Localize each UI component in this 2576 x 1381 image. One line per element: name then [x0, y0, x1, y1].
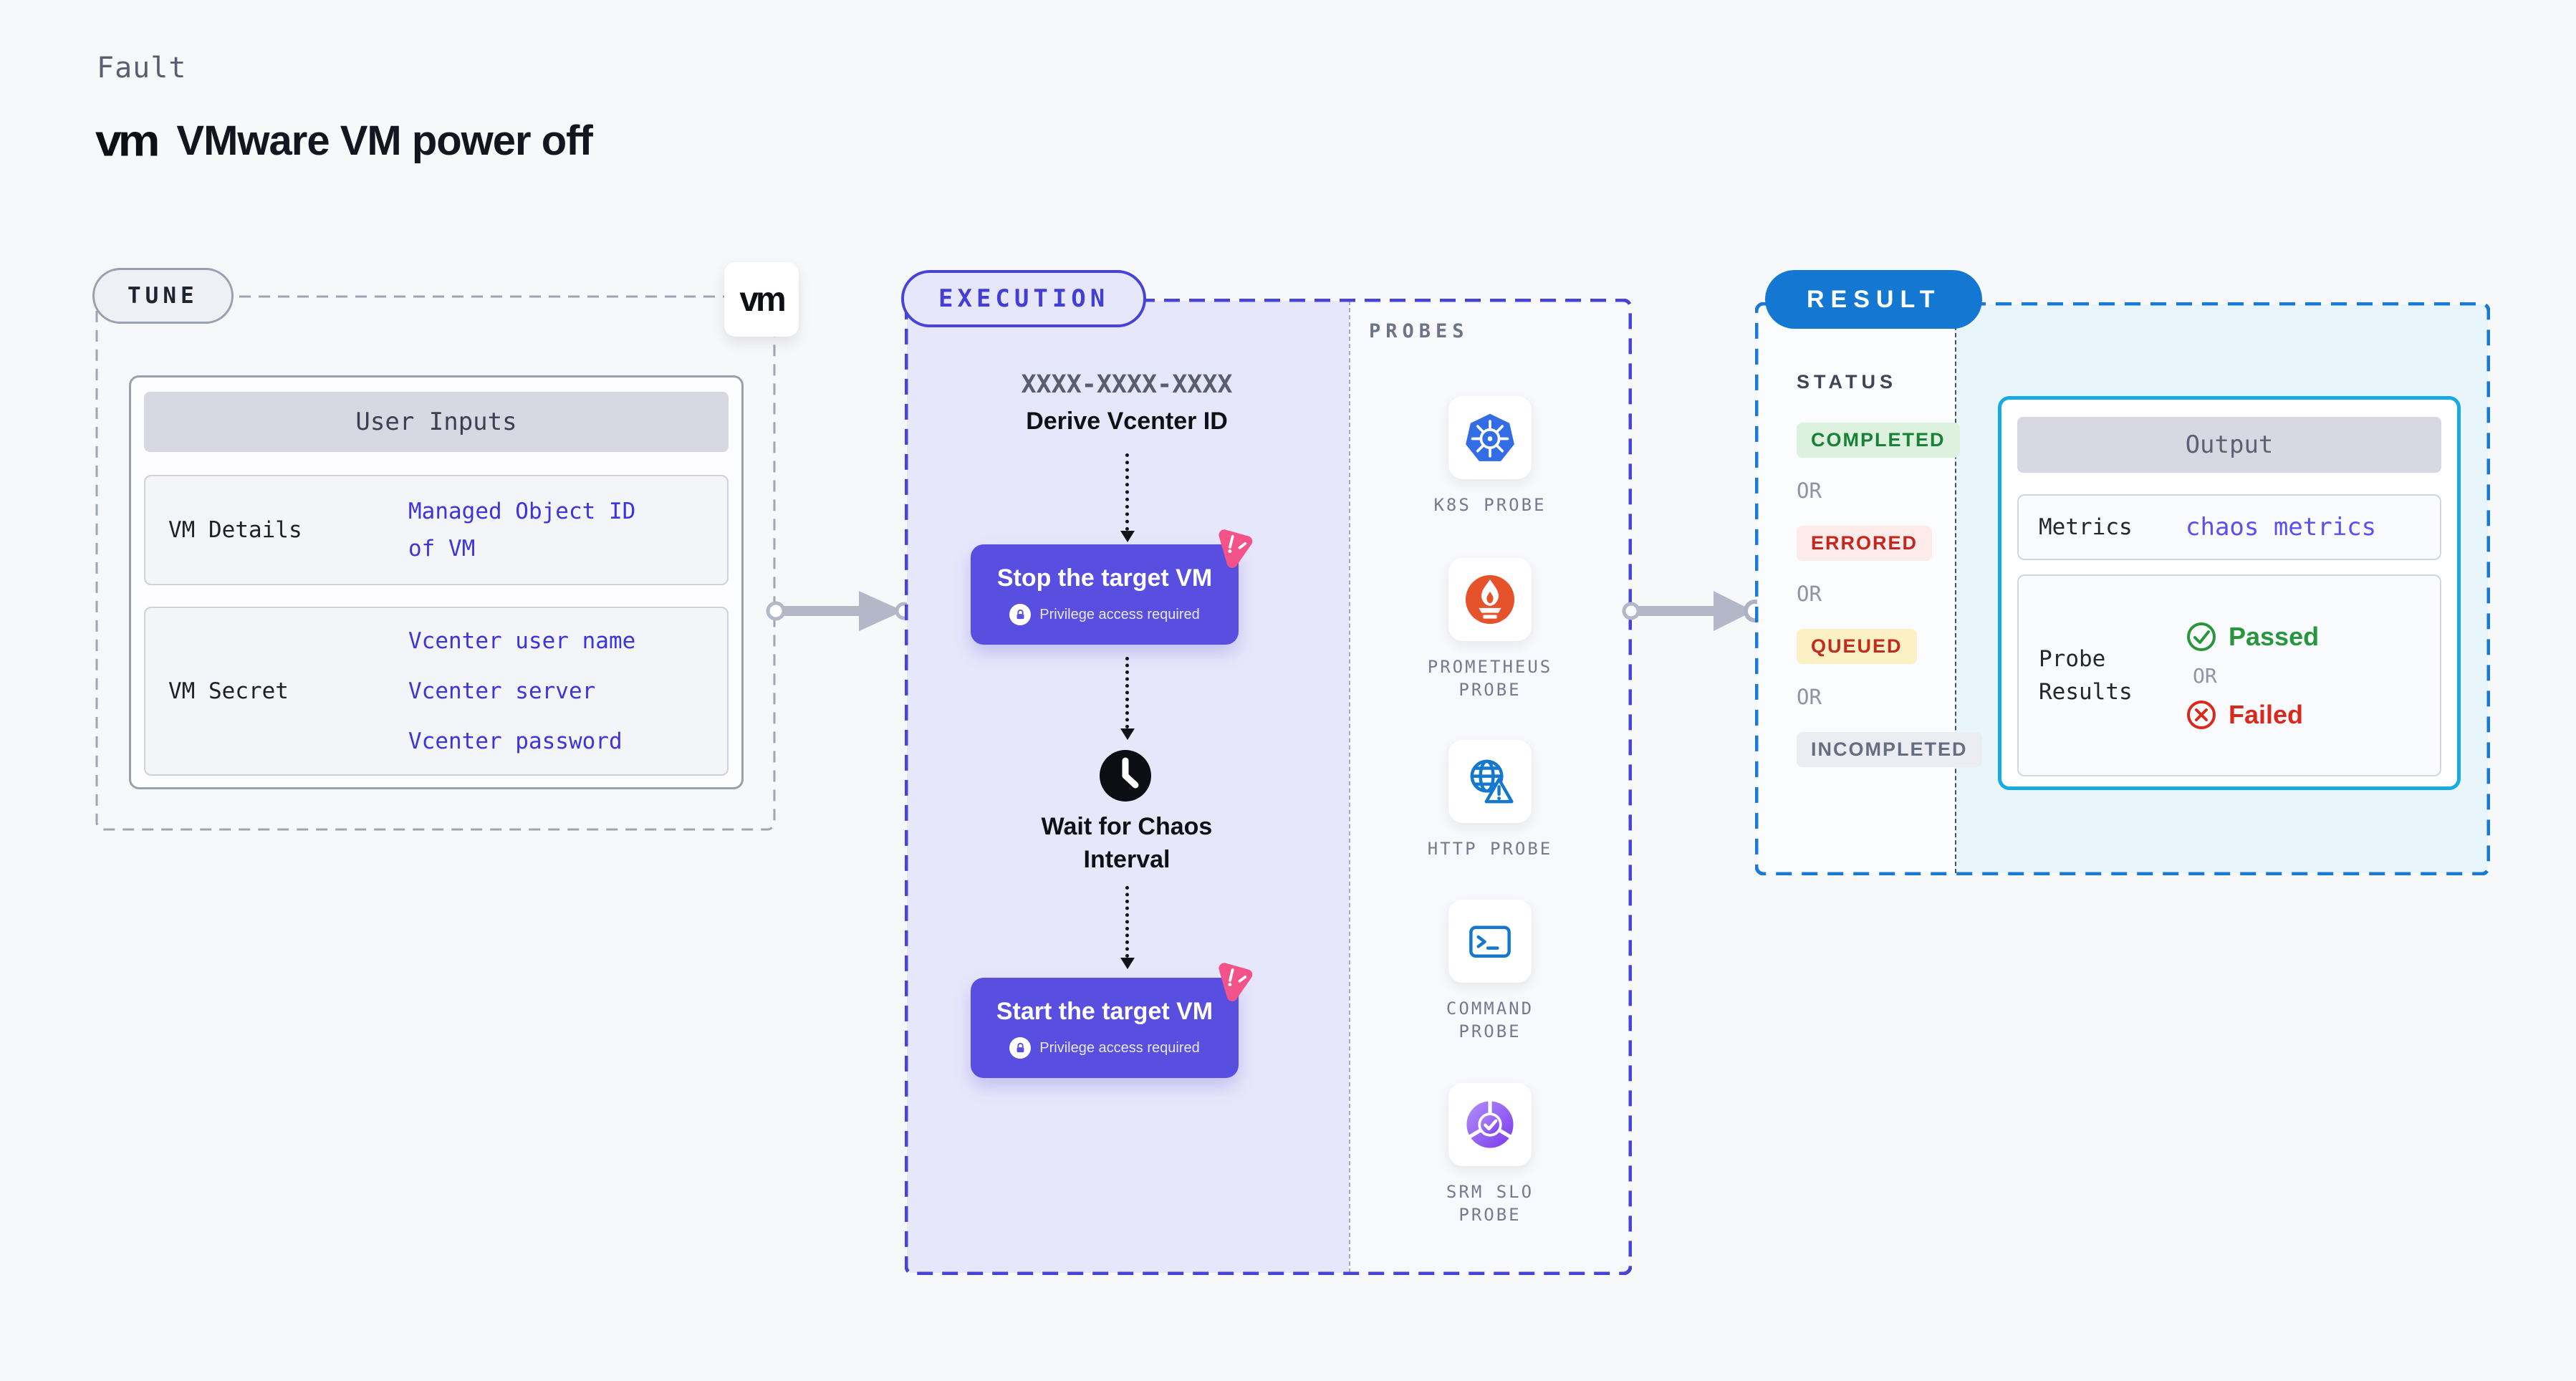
vm-secret-values: Vcenter user name Vcenter server Vcenter…: [408, 628, 727, 754]
execution-to-result-arrow: [1622, 591, 1767, 631]
probe-item-http: HTTP PROBE: [1407, 740, 1573, 860]
failed-label: Failed: [2229, 699, 2304, 729]
status-badge-errored: ERRORED: [1797, 526, 1933, 561]
vmware-logo: vm: [95, 115, 160, 165]
status-badge-incompleted: INCOMPLETED: [1797, 732, 1982, 767]
start-target-vm-button[interactable]: Start the target VM Privilege access req…: [971, 963, 1253, 1078]
probe-results-label: Probe Results: [2019, 643, 2186, 708]
litmus-chaos-icon: [1219, 963, 1253, 1001]
kubernetes-icon: [1448, 396, 1532, 479]
vm-details-value-line: of VM: [408, 536, 476, 562]
status-output-divider: [1955, 304, 1956, 873]
or-separator: OR: [1797, 478, 1822, 503]
execution-section: EXECUTION XXXX-XXXX-XXXX Derive Vcenter …: [901, 270, 1632, 1275]
probe-label-line: HTTP PROBE: [1427, 839, 1553, 859]
vm-details-label: VM Details: [168, 517, 302, 543]
probe-item-k8s: K8S PROBE: [1407, 396, 1573, 516]
probe-label: HTTP PROBE: [1407, 837, 1573, 860]
flow-connector-arrow: [1120, 657, 1135, 740]
wait-line-2: Interval: [1083, 846, 1171, 873]
vm-details-value-line: Managed Object ID: [408, 499, 636, 524]
probe-item-prometheus: PROMETHEUS PROBE: [1407, 558, 1573, 701]
probe-label-line: K8S PROBE: [1433, 495, 1547, 515]
prometheus-icon: [1448, 558, 1532, 641]
status-badge-completed: COMPLETED: [1797, 423, 1960, 458]
probe-label-line: PROBE: [1458, 1205, 1522, 1225]
page-title: VMware VM power off: [176, 117, 592, 164]
result-section: RESULT STATUS COMPLETED OR ERRORED OR QU…: [1755, 270, 2490, 875]
metrics-value: chaos metrics: [2186, 513, 2377, 542]
vm-secret-value-line: Vcenter user name: [408, 628, 636, 654]
srm-slo-icon: [1448, 1083, 1532, 1166]
http-globe-icon: [1448, 740, 1532, 823]
execution-probes-divider: [1349, 301, 1350, 1273]
user-inputs-title: User Inputs: [144, 392, 729, 452]
tune-to-execution-arrow: [766, 591, 912, 631]
probe-label: SRM SLO PROBE: [1407, 1180, 1573, 1226]
user-inputs-panel: User Inputs VM Details Managed Object ID…: [129, 375, 744, 789]
output-panel: Output Metrics chaos metrics Probe Resul…: [1998, 396, 2461, 790]
tune-pill-label: TUNE: [92, 268, 234, 324]
derive-vcenter-label: Derive Vcenter ID: [1026, 408, 1228, 435]
execution-flow: XXXX-XXXX-XXXX Derive Vcenter ID Stop th…: [905, 299, 1349, 1275]
terminal-icon: [1448, 900, 1532, 983]
tune-section: TUNE vm User Inputs VM Details Managed O…: [92, 262, 799, 831]
wait-for-chaos-label: Wait for Chaos Interval: [905, 810, 1349, 876]
clock-icon: [1100, 750, 1151, 802]
probe-label: PROMETHEUS PROBE: [1407, 655, 1573, 701]
metrics-row: Metrics chaos metrics: [2017, 494, 2441, 560]
wait-line-1: Wait for Chaos: [1041, 813, 1213, 840]
privilege-badge: Privilege access required: [971, 1037, 1239, 1059]
privilege-badge: Privilege access required: [971, 604, 1239, 625]
probe-item-srm-slo: SRM SLO PROBE: [1407, 1083, 1573, 1226]
status-badge-queued: QUEUED: [1797, 629, 1917, 664]
vm-secret-value-line: Vcenter server: [408, 678, 596, 704]
stop-target-vm-button[interactable]: Stop the target VM Privilege access requ…: [971, 529, 1253, 645]
start-target-vm-label: Start the target VM: [996, 998, 1213, 1025]
probe-label-line: PROBE: [1458, 1021, 1522, 1041]
probe-results-label-line: Results: [2039, 679, 2133, 705]
probe-label: K8S PROBE: [1407, 494, 1573, 516]
passed-label: Passed: [2229, 621, 2320, 651]
vm-secret-value-line: Vcenter password: [408, 728, 623, 754]
or-separator: OR: [1797, 582, 1822, 606]
vm-secret-label: VM Secret: [168, 678, 289, 704]
probe-results-row: Probe Results Passed OR: [2017, 574, 2441, 776]
probe-label-line: PROMETHEUS: [1427, 657, 1553, 677]
flow-connector-arrow: [1120, 453, 1135, 542]
probe-results-values: Passed OR Failed: [2186, 621, 2319, 731]
lock-icon: [1009, 1037, 1032, 1059]
vm-details-values: Managed Object ID of VM: [408, 499, 727, 562]
probe-label-line: COMMAND: [1446, 999, 1534, 1019]
check-circle-icon: [2187, 622, 2216, 651]
probes-title: PROBES: [1369, 320, 1469, 342]
vm-secret-row: VM Secret Vcenter user name Vcenter serv…: [144, 607, 729, 776]
probe-label-line: SRM SLO: [1446, 1182, 1534, 1202]
status-title: STATUS: [1797, 371, 1897, 393]
page-header: vm VMware VM power off: [95, 113, 593, 168]
metrics-label: Metrics: [2039, 514, 2133, 540]
privilege-badge-text: Privilege access required: [1039, 606, 1200, 622]
probe-label: COMMAND PROBE: [1407, 997, 1573, 1043]
execution-pill-label: EXECUTION: [901, 270, 1147, 327]
probe-results-label-line: Probe: [2039, 646, 2106, 672]
or-separator: OR: [2193, 663, 2217, 688]
output-title: Output: [2017, 417, 2441, 473]
lock-icon: [1009, 604, 1032, 625]
probe-label-line: PROBE: [1458, 680, 1522, 700]
stop-target-vm-label: Stop the target VM: [996, 564, 1213, 592]
flow-connector-arrow: [1120, 886, 1135, 969]
passed-row: Passed: [2186, 621, 2319, 653]
litmus-chaos-icon: [1219, 529, 1253, 568]
probe-item-command: COMMAND PROBE: [1407, 900, 1573, 1043]
derive-vcenter-code: XXXX-XXXX-XXXX: [1021, 370, 1233, 399]
or-separator: OR: [1797, 685, 1822, 709]
fault-eyebrow: Fault: [97, 52, 187, 85]
privilege-badge-text: Privilege access required: [1039, 1039, 1200, 1056]
x-circle-icon: [2187, 700, 2216, 729]
vmware-badge-icon: vm: [724, 262, 799, 337]
failed-row: Failed: [2186, 699, 2319, 731]
vm-details-row: VM Details Managed Object ID of VM: [144, 475, 729, 585]
result-pill-label: RESULT: [1765, 270, 1983, 329]
